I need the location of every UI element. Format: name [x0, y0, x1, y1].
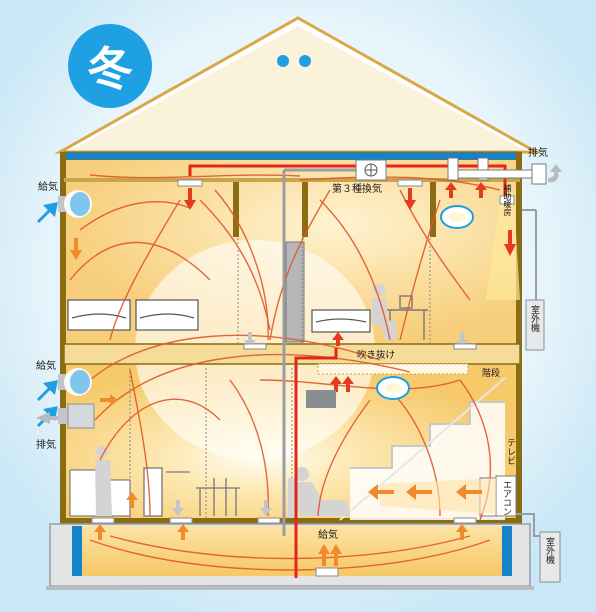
supply-air-vent-icon	[58, 368, 92, 396]
underfloor-space	[80, 526, 504, 576]
auxiliary-heater-beam	[486, 200, 520, 300]
atrium-label: 吹き抜け	[357, 350, 396, 361]
kitchen	[69, 446, 131, 517]
supply-air-vent-icon	[58, 190, 92, 218]
season-badge: 冬	[68, 24, 152, 108]
exhaust-arrow-right	[548, 164, 562, 183]
floor-vents	[91, 343, 477, 577]
bed-left	[67, 299, 199, 331]
duct-box	[306, 390, 336, 408]
supply-air-label-upper: 給気	[38, 182, 58, 193]
fresh-air-arrows	[36, 202, 58, 428]
partition-upper-1	[233, 181, 239, 237]
ground-line	[46, 586, 534, 590]
outdoor-unit-lower	[539, 531, 561, 583]
ceiling-diffusers-upper	[177, 179, 423, 187]
exhaust-duct	[282, 168, 360, 536]
stairs-label: 階段	[482, 369, 501, 379]
third-class-ventilation-label: 第３種換気	[332, 184, 382, 195]
third-class-ventilation-unit	[355, 159, 387, 181]
exhaust-label-right: 排気	[528, 148, 548, 159]
roof-vent-icon	[277, 55, 311, 67]
underfloor-supply-label: 給気	[318, 530, 338, 541]
ceiling-light-icon	[440, 205, 474, 229]
right-wall	[516, 152, 522, 524]
outdoor-unit-upper-label: 室外機	[529, 305, 539, 332]
bed-right	[311, 309, 371, 333]
auxiliary-heater	[499, 195, 515, 205]
partition-upper-2	[302, 181, 308, 237]
tv-label: テレビ	[505, 438, 515, 465]
atrium-opening	[317, 363, 469, 375]
aircon-beam	[380, 478, 496, 514]
exhaust-pipe-right	[447, 157, 547, 185]
air-direction-arrows	[70, 182, 516, 566]
auxiliary-heating-label: 補助暖房	[503, 184, 512, 216]
exhaust-fan-icon	[58, 403, 95, 429]
supply-air-label-middle: 給気	[36, 361, 56, 372]
outdoor-unit-lower-label: 室外機	[544, 537, 554, 564]
ceiling-light-icon	[376, 376, 410, 400]
foundation-insulation-left	[72, 526, 82, 576]
warm-air-flow	[69, 174, 501, 571]
partition-upper-3	[430, 181, 436, 237]
left-wall	[60, 152, 66, 524]
middle-floor-slab	[63, 343, 521, 365]
ground-floor-slab	[60, 518, 522, 524]
upper-ceiling-beam	[64, 178, 520, 182]
foundation-insulation-right	[502, 526, 512, 576]
exhaust-label-left: 排気	[36, 440, 56, 451]
sofa-person	[288, 467, 350, 518]
aircon-label: エアコン	[501, 480, 511, 516]
person-desk	[372, 284, 396, 340]
exhaust-arrow-left	[36, 412, 58, 424]
